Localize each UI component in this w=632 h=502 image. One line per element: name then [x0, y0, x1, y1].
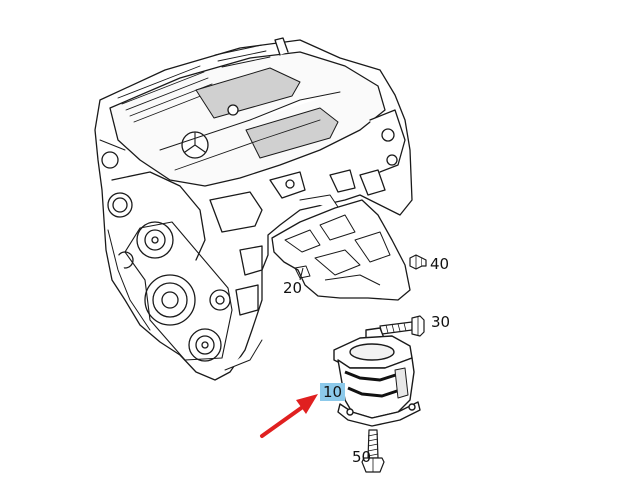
bolt-30-icon[interactable] — [379, 315, 425, 337]
heat-shield-icon[interactable] — [271, 199, 411, 301]
nut-icon[interactable] — [409, 254, 427, 270]
callout-20[interactable]: 20 — [283, 279, 303, 297]
callout-30[interactable]: 30 — [431, 313, 451, 331]
engine-mount-icon[interactable] — [333, 327, 421, 427]
callout-40[interactable]: 40 — [430, 255, 450, 273]
callout-50[interactable]: 50 — [352, 448, 372, 466]
red-arrow-icon — [260, 394, 318, 438]
leader-lines — [299, 267, 304, 281]
bolt-50-icon[interactable] — [361, 429, 385, 473]
leader-20 — [299, 267, 304, 281]
engine-illustration-icon — [94, 37, 413, 381]
callout-10[interactable]: 10 — [320, 383, 346, 401]
